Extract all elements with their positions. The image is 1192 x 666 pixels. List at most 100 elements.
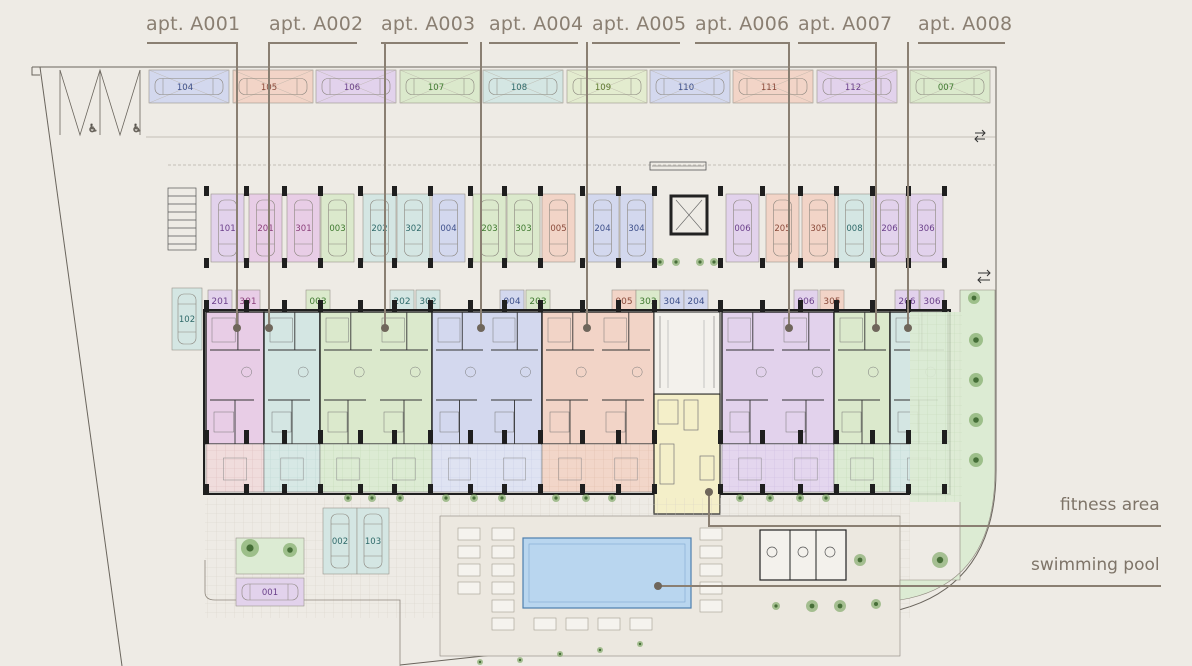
- parking-bay-number: 304: [628, 224, 644, 234]
- structural-columns: [204, 186, 947, 494]
- left-stair: [167, 187, 197, 251]
- storage-unit-number: 204: [687, 297, 704, 307]
- storage-unit-number: 201: [211, 297, 228, 307]
- storage-unit: 305: [819, 289, 845, 311]
- landscaping: [241, 258, 983, 665]
- parking-bay-middle: 306: [909, 193, 944, 263]
- swimming-pool: [522, 537, 692, 609]
- parking-bay-middle: 303: [506, 193, 541, 263]
- leader-lines: [147, 42, 1161, 587]
- parking-bay-side: 103: [356, 507, 390, 575]
- parking-bay-number: 101: [219, 224, 235, 234]
- parking-bay-number: 111: [761, 83, 777, 93]
- parking-bay-number: 007: [938, 83, 954, 93]
- parking-bay-middle: 305: [801, 193, 836, 263]
- parking-bay-number: 204: [594, 224, 610, 234]
- parking-bay-number: 008: [846, 224, 862, 234]
- parking-row-middle: 101 201 301 003 202 302 004 203 303 005 204 304 006 2…: [210, 193, 944, 263]
- parking-bay-middle: 301: [286, 193, 321, 263]
- apt-label-a007: apt. A007: [798, 13, 893, 35]
- parking-bay-middle: 204: [585, 193, 620, 263]
- parking-bay-number: 201: [257, 224, 273, 234]
- parking-bay-number: 203: [481, 224, 497, 234]
- storage-unit: 006: [793, 289, 819, 311]
- fitness-area-label: fitness area: [1060, 495, 1160, 515]
- storage-unit-number: 306: [923, 297, 940, 307]
- parking-bay-middle: 004: [431, 193, 466, 263]
- parking-bay-top: 110: [649, 69, 731, 104]
- parking-bay-middle: 304: [619, 193, 654, 263]
- parking-bay-number: 106: [344, 83, 360, 93]
- parking-bay-number: 104: [177, 83, 193, 93]
- parking-bay-number: 302: [405, 224, 421, 234]
- apartment-unit: [205, 311, 265, 493]
- parking-bay-number: 003: [329, 224, 345, 234]
- svg-text:♿: ♿: [132, 122, 142, 135]
- storage-unit: 304: [659, 289, 685, 311]
- parking-row-top: 104 105 106 107 108 109 110 111 112 007: [148, 69, 991, 104]
- apartments: [203, 309, 951, 495]
- storage-unit: 306: [919, 289, 945, 311]
- parking-bay-number: 112: [845, 83, 861, 93]
- storage-unit-number: 304: [663, 297, 680, 307]
- parking-bay-middle: 101: [210, 193, 245, 263]
- parking-bay-top: 007: [909, 69, 991, 104]
- apt-label-a002: apt. A002: [269, 13, 364, 35]
- parking-bay-number: 103: [365, 537, 381, 547]
- storage-unit-number: 202: [393, 297, 410, 307]
- apt-label-a003: apt. A003: [381, 13, 476, 35]
- parking-bay-top: 112: [816, 69, 898, 104]
- parking-bay-middle: 302: [396, 193, 431, 263]
- apt-label-a004: apt. A004: [489, 13, 584, 35]
- parking-bay-top: 108: [482, 69, 564, 104]
- parking-bay-middle: 201: [248, 193, 283, 263]
- parking-bay-top: 105: [232, 69, 314, 104]
- parking-bay-number: 102: [179, 315, 195, 325]
- parking-bay-top: 109: [566, 69, 648, 104]
- parking-bay-top: 104: [148, 69, 230, 104]
- parking-bay-number: 004: [440, 224, 456, 234]
- parking-bay-top: 111: [732, 69, 814, 104]
- parking-bay-side: 102: [171, 287, 203, 351]
- parking-bay-number: 002: [332, 537, 348, 547]
- apartment-unit: [541, 311, 655, 493]
- apt-label-a006: apt. A006: [695, 13, 790, 35]
- parking-bay-number: 110: [678, 83, 694, 93]
- right-garden: [899, 289, 996, 601]
- storage-unit-number: 006: [797, 297, 814, 307]
- parking-bay-number: 108: [511, 83, 527, 93]
- parking-bay-middle: 203: [472, 193, 507, 263]
- storage-unit: 204: [683, 289, 709, 311]
- parking-bay-number: 303: [515, 224, 531, 234]
- parking-bay-middle: 202: [362, 193, 397, 263]
- parking-bay-number: 005: [550, 224, 566, 234]
- center-lobby: [653, 311, 721, 395]
- svg-text:♿: ♿: [88, 122, 98, 135]
- apartment-unit: [833, 311, 891, 493]
- fitness-area: [653, 393, 721, 515]
- storage-unit-number: 305: [823, 297, 840, 307]
- leader-dots: [233, 324, 912, 590]
- parking-bay-top: 107: [399, 69, 481, 104]
- storage-unit: 201: [207, 289, 233, 311]
- parking-bay-number: 206: [881, 224, 897, 234]
- driveway-arrows: [974, 129, 991, 284]
- parking-bay-middle: 205: [765, 193, 800, 263]
- parking-bay-number: 305: [810, 224, 826, 234]
- parking-bay-middle: 005: [541, 193, 576, 263]
- parking-bay-middle: 008: [837, 193, 872, 263]
- apartment-unit: [431, 311, 543, 493]
- parking-bay-middle: 006: [725, 193, 760, 263]
- parking-bay-number: 001: [262, 588, 278, 598]
- apt-label-a001: apt. A001: [146, 13, 241, 35]
- parking-bay-top: 106: [315, 69, 397, 104]
- parking-bay-number: 006: [734, 224, 750, 234]
- parking-bay-side: 001: [235, 577, 305, 607]
- storage-unit-number: 303: [639, 297, 656, 307]
- parking-bay-number: 202: [371, 224, 387, 234]
- apt-label-a005: apt. A005: [592, 13, 687, 35]
- apt-label-a008: apt. A008: [918, 13, 1013, 35]
- apartment-unit: [721, 311, 835, 493]
- parking-bay-middle: 003: [320, 193, 355, 263]
